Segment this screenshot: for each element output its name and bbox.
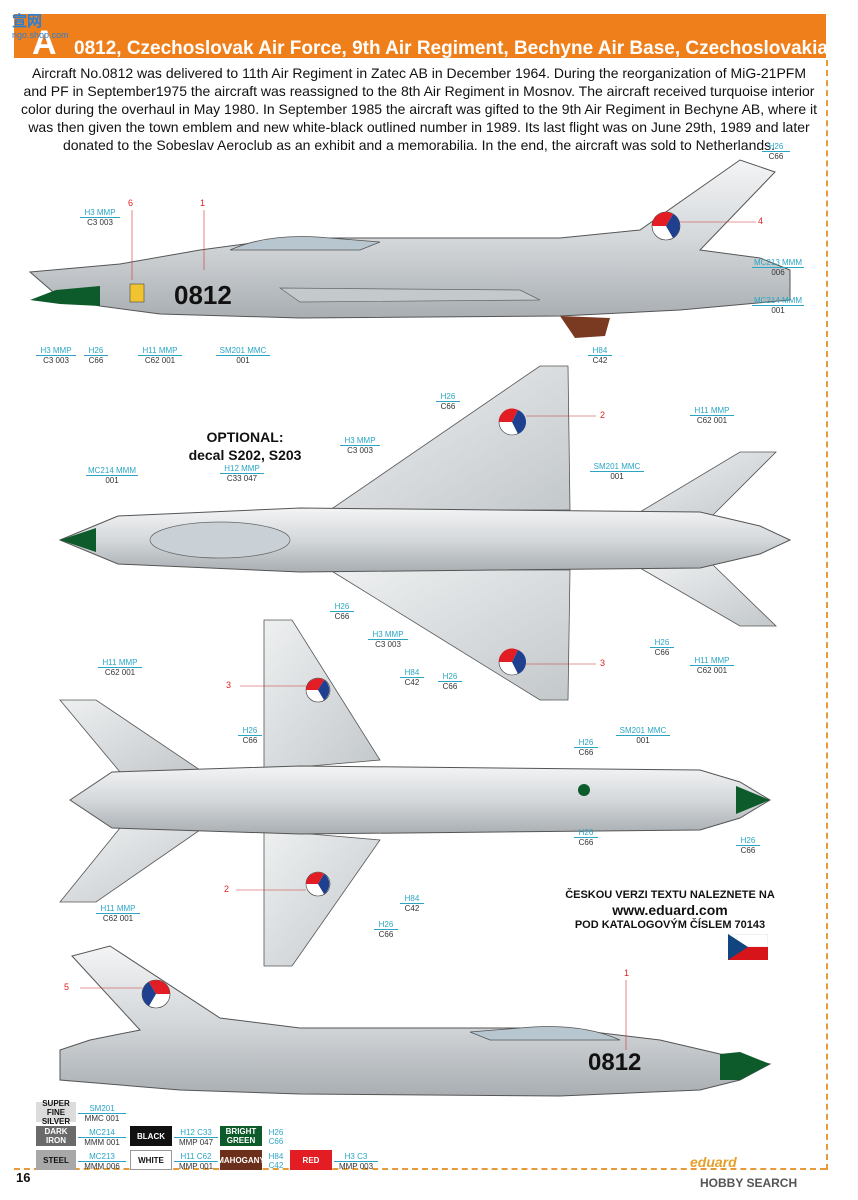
callout-3-bottom: 3 [226,680,232,690]
scheme-title: 0812, Czechoslovak Air Force, 9th Air Re… [74,38,858,59]
town-emblem [129,283,145,303]
scheme-letter: A [32,24,57,62]
nose-cone [30,286,100,306]
legend-bright-green: BRIGHT GREEN [220,1126,262,1146]
header-bar: A 0812, Czechoslovak Air Force, 9th Air … [14,14,858,62]
top-view [58,365,792,701]
number-left: 0812 [174,280,232,310]
eduard-logo: eduard [690,1154,737,1170]
page-number: 16 [16,1170,31,1185]
optional-label: OPTIONAL: [206,429,284,445]
callout-2-bottom: 2 [224,884,230,894]
site-watermark: 宣网 ngo.shop.com [4,4,74,44]
optional-decal-note: OPTIONAL: decal S202, S203 [180,428,310,464]
optional-decal: decal S202, S203 [188,447,302,463]
legend-mahogany: MAHOGANY [217,1150,265,1170]
canopy [229,236,381,251]
callout-1-right: 1 [624,968,630,978]
watermark-sub: ngo.shop.com [12,30,69,40]
callout-2-top: 2 [600,410,606,420]
legend-black: BLACK [130,1126,172,1146]
callout-6: 6 [128,198,134,208]
page-border-bottom [14,1168,826,1170]
watermark-text: 宣网 [12,13,43,30]
callout-4: 4 [758,216,764,226]
callout-5: 5 [64,982,70,992]
legend-code: H84 C42 [268,1152,284,1170]
ventral-fin [560,316,610,338]
right-side-view [59,945,772,1097]
czech-flag-icon [728,934,768,960]
page-border-right [826,60,828,1170]
czech-line-2: POD KATALOGOVÝM ČÍSLEM 70143 [574,919,766,931]
left-side-view [28,159,791,338]
history-text: Aircraft No.0812 was delivered to 11th A… [20,65,818,153]
czech-version-note: ČESKOU VERZI TEXTU NALEZNETE NA www.edua… [520,888,820,932]
callout-1-left: 1 [200,198,206,208]
legend-super-fine-silver: SUPER FINE SILVER [36,1099,76,1126]
eduard-url[interactable]: www.eduard.com [612,902,728,918]
legend-steel: STEEL [36,1150,76,1170]
number-right: 0812 [588,1049,641,1076]
legend-white: WHITE [130,1150,172,1170]
legend-code: H26 C66 [268,1128,284,1146]
hobby-search-watermark: HOBBY SEARCH [700,1176,798,1190]
callout-3-top: 3 [600,658,606,668]
legend-red: RED [290,1150,332,1170]
czech-line-1: ČESKOU VERZI TEXTU NALEZNETE NA [565,889,775,901]
legend-dark-iron: DARK IRON [36,1126,76,1146]
bottom-view [59,619,771,967]
